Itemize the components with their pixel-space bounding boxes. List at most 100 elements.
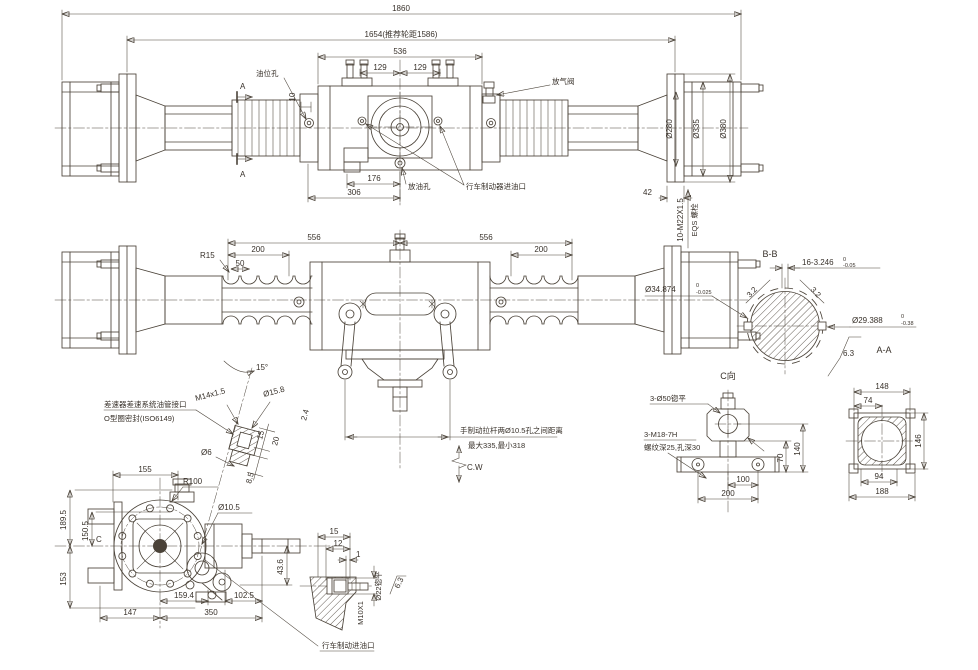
dim-70-text: 70 — [776, 453, 785, 462]
dim-r100-text: R100 — [183, 477, 203, 486]
dim-129-left-text: 129 — [373, 63, 387, 72]
roughness-32-left: 3.2 — [745, 285, 760, 300]
handbrake-note-line1: 手制动拉杆两Ø10.5孔之间距离 — [460, 425, 563, 435]
dim-148-text: 148 — [875, 382, 889, 391]
dim-1505-text: 150.5 — [81, 520, 90, 541]
left-axle-tube-top — [135, 93, 319, 163]
diff-port-label-line2: O型圈密封(ISO6149) — [104, 413, 175, 423]
dim-24-incline-text: 2.4 — [299, 408, 311, 422]
left-brake-drum-top — [61, 81, 120, 177]
dim-track-text: 1654(推荐轮距1586) — [365, 29, 438, 39]
section-bb: B-B 16-3.246 0 -0.05 3.2 3.2 Ø34.874 0 -… — [644, 249, 917, 377]
label-m14-text: M14x1.5 — [194, 386, 226, 403]
breather-valve — [482, 81, 496, 104]
dim-129-right-text: 129 — [413, 63, 427, 72]
dim-1594-text: 159.4 — [174, 591, 195, 600]
stud-spec-line1: 10-M22X1.5 — [676, 198, 685, 242]
detail-spotface-label: Ø22锪平 — [373, 571, 383, 601]
dim-200-right-text: 200 — [534, 245, 548, 254]
dim-20-incline-text: 20 — [270, 435, 281, 446]
handbrake-note-line2: 最大335,最小318 — [468, 440, 525, 450]
dim-556-left-text: 556 — [307, 233, 321, 242]
dim-1895-text: 189.5 — [59, 509, 68, 530]
thread-note-label: 螺纹深25,孔深30 — [644, 442, 700, 452]
dim-d158-text: Ø15.8 — [262, 384, 286, 398]
breather-side — [169, 478, 195, 503]
dim-r15-text: R15 — [200, 251, 215, 260]
dim-155-text: 155 — [138, 465, 152, 474]
port-axis-incline — [199, 367, 253, 553]
brake-feed-port-left — [357, 116, 367, 126]
dim-10-text: 10 — [288, 92, 297, 101]
inspection-slot — [364, 292, 436, 316]
dim-350-text: 350 — [204, 608, 218, 617]
drain-plug — [394, 157, 406, 169]
dim-minor-text: Ø29.388 — [852, 316, 883, 325]
section-a-label-top: A — [240, 82, 246, 91]
oil-level-port — [304, 118, 314, 128]
dim-major-tol-dn: -0.025 — [696, 290, 712, 296]
dim-15-incline-text: 15 — [255, 429, 266, 440]
dim-angle-text: 15° — [256, 363, 268, 372]
central-housing-top — [317, 59, 496, 173]
input-flange-pad — [132, 518, 188, 574]
spline-section — [750, 291, 820, 361]
oil-level-label: 油位孔 — [256, 68, 279, 78]
section-bb-title: B-B — [762, 249, 777, 259]
detail-roughness-symbol: 6.3 — [389, 575, 407, 595]
roughness-63-symbol: 6.3 — [827, 336, 862, 377]
dim-1025-text: 102.5 — [234, 591, 255, 600]
roughness-63-text: 6.3 — [843, 349, 855, 358]
brake-port-label: 行车制动器进油口 — [466, 181, 526, 191]
dim-spline-tol-dn: -0.05 — [843, 263, 856, 269]
dim-50-text: 50 — [236, 259, 245, 268]
dim-d380-text: Ø380 — [719, 119, 728, 139]
dim-200-left-text: 200 — [251, 245, 265, 254]
section-a-label-bottom: A — [240, 170, 246, 179]
dim-188-text: 188 — [875, 487, 889, 496]
detail-view: 15 12 1 Ø22锪平 M10X1 6.3 行车制动进油口 — [299, 527, 407, 652]
stud-spec-line2: EQS 螺栓 — [689, 203, 699, 236]
top-view-dimensions: 1860 1654(推荐轮距1586) 536 129 129 油位孔 10 A… — [61, 4, 741, 249]
top-view: 1860 1654(推荐轮距1586) 536 129 129 油位孔 10 A… — [54, 4, 764, 249]
dim-85-incline-text: 8.5 — [244, 471, 256, 485]
detail-dim-15-text: 15 — [330, 527, 339, 536]
dim-153-text: 153 — [59, 572, 68, 586]
brake-feed-port-right — [433, 116, 443, 126]
dim-200-text: 200 — [721, 489, 735, 498]
dim-146-text: 146 — [914, 434, 923, 448]
dim-436-text: 43.6 — [276, 559, 285, 575]
corrugation-top-left — [221, 275, 313, 285]
drain-label: 放油孔 — [408, 181, 431, 191]
dim-100-text: 100 — [736, 475, 750, 484]
corrugation-bottom-left — [221, 315, 313, 325]
middle-view: 556 556 200 200 R15 50 15° 手制动拉杆两Ø10.5孔之… — [54, 229, 761, 553]
dim-140-text: 140 — [793, 442, 802, 456]
dim-176-text: 176 — [367, 174, 381, 183]
roughness-32-right: 3.2 — [809, 285, 824, 300]
dim-d105-text: Ø10.5 — [218, 503, 240, 512]
section-aa-title: A-A — [876, 345, 891, 355]
thread-label: 3-M18-7H — [644, 430, 677, 439]
dim-147-text: 147 — [123, 608, 137, 617]
dim-minor-tol-up: 0 — [901, 314, 904, 320]
corrugation-top-right — [489, 275, 579, 285]
detail-dim-12-text: 12 — [334, 539, 343, 548]
rotation-direction-symbol: C.W — [451, 446, 483, 482]
section-cut-a: A A — [236, 82, 252, 179]
dim-42-text: 42 — [643, 188, 652, 197]
dim-spline-text: 16-3.246 — [802, 258, 834, 267]
breather-label: 放气阀 — [552, 76, 575, 86]
detail-dim-1-text: 1 — [356, 550, 361, 559]
view-c: C向 3-Ø50锪平 3-M18-7H 螺纹深25,孔深30 100 200 7… — [643, 370, 809, 513]
dim-spline-tol-up: 0 — [843, 257, 846, 263]
handb rake-cam-right — [428, 299, 458, 380]
dim-d6-text: Ø6 — [201, 448, 212, 457]
diff-oil-port — [293, 296, 305, 308]
dim-536-text: 536 — [393, 47, 407, 56]
spotface-label: 3-Ø50锪平 — [650, 393, 686, 403]
dim-major-text: Ø34.874 — [645, 285, 676, 294]
pinion-input-housing — [345, 349, 445, 412]
dim-major-tol-up: 0 — [696, 283, 699, 289]
